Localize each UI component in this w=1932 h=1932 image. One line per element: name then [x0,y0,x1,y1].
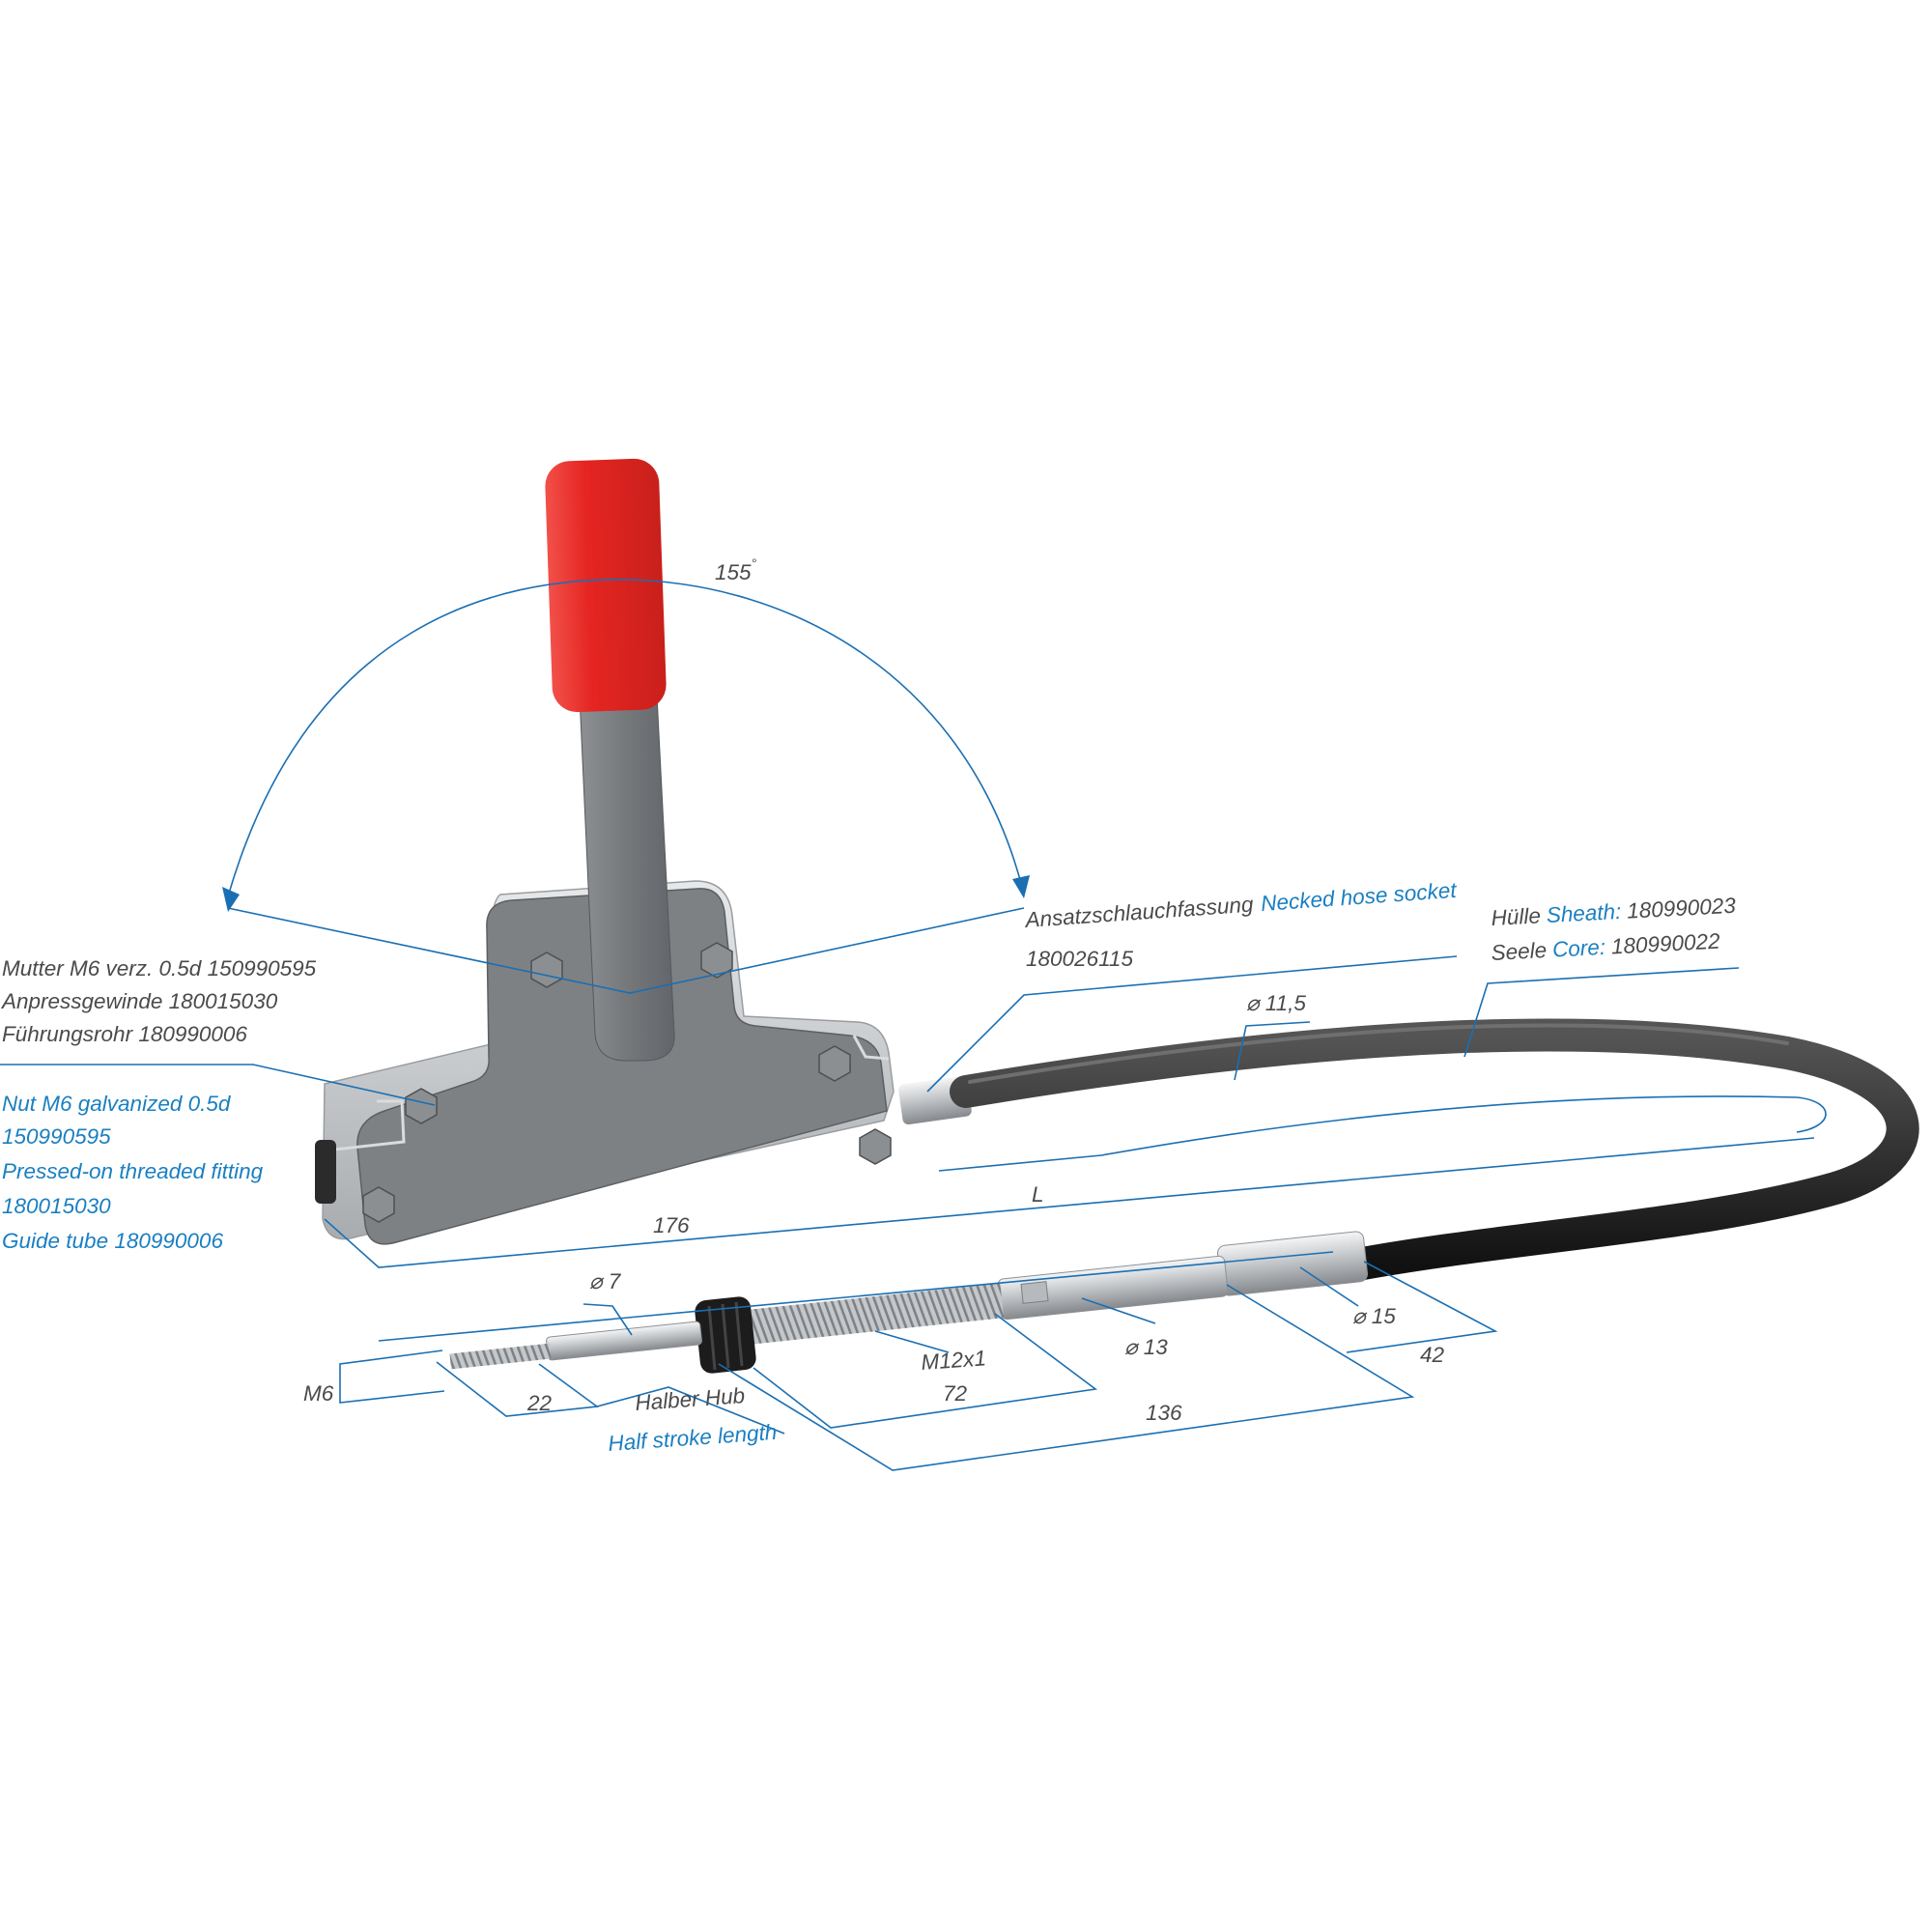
end-sleeve [1216,1231,1369,1296]
dimension-lines [0,579,1827,1471]
dim-M6 [339,1350,445,1404]
label-dia-cable: ⌀ 11,5 [1246,991,1306,1015]
lever-assembly [315,458,895,1245]
dim-length-L [938,1095,1827,1172]
leader-nut [0,1064,436,1106]
screw-head [818,1045,851,1082]
dim-72 [753,1313,1098,1429]
label-tube-de: Führungsrohr 180990006 [2,1022,247,1046]
label-length-42: 42 [1420,1343,1445,1367]
label-half-stroke-de: Halber Hub [635,1383,746,1415]
label-nut-en-1: Nut M6 galvanized 0.5d [2,1092,232,1116]
label-thread-M12x1: M12x1 [921,1346,987,1375]
angle-label: 155° [715,555,757,584]
dim-L-left [378,1251,1334,1342]
label-fitting-de: Anpressgewinde 180015030 [0,989,278,1013]
screw-head [700,942,733,979]
label-nut-en-2: 150990595 [2,1124,111,1149]
screw-head [362,1186,395,1223]
label-tube-en: Guide tube 180990006 [2,1229,223,1253]
dim-136 [718,1284,1415,1471]
label-length-72: 72 [943,1381,968,1406]
knurled-nut [695,1296,756,1374]
label-half-stroke-en: Half stroke length [608,1420,778,1456]
housing-face [356,888,888,1245]
housing-notch-right [852,1035,890,1061]
cable-assembly [449,1018,1919,1374]
screw-head [859,1128,892,1165]
label-dia-sleeve: ⌀ 15 [1352,1304,1396,1328]
leader-socket [926,955,1458,1093]
thread-tip [449,1343,552,1370]
label-dia-rod: ⌀ 7 [589,1269,622,1293]
lever-handle-grip [545,458,667,713]
label-nut-de: Mutter M6 verz. 0.5d 150990595 [2,956,317,980]
dim-dia-rod [582,1303,633,1336]
leader-dia-body [1081,1297,1156,1324]
cable-highlight [968,1023,1789,1084]
label-length-22: 22 [526,1391,553,1415]
lever-shaft [579,695,675,1062]
label-length-L: L [1032,1182,1044,1207]
label-socket-part: 180026115 [1026,947,1133,971]
dim-42 [1346,1261,1498,1353]
cable-sheath [950,1018,1919,1282]
label-length-136: 136 [1146,1401,1182,1425]
label-length-176: 176 [653,1213,690,1237]
leader-dia-cable [1234,1021,1311,1081]
dim-22 [436,1361,600,1417]
label-fitting-en-2: 180015030 [2,1194,111,1218]
leader-dia-sleeve [1299,1266,1359,1307]
dim-half-stroke [596,1386,785,1435]
label-fitting-en-1: Pressed-on threaded fitting [2,1159,264,1183]
leader-sheath [1463,967,1740,1058]
leader-M12x1 [874,1330,950,1353]
threaded-section [748,1283,1005,1345]
angle-arrow-right [1012,875,1030,898]
dim-176 [324,1137,1815,1268]
core-rod [546,1321,702,1361]
angle-arrow-left [222,887,240,912]
angle-legs [227,907,1025,994]
screw-head [405,1088,438,1124]
angle-arc [227,579,1023,897]
housing-notch-left [333,1099,406,1151]
labels: 155° Mutter M6 verz. 0.5d 150990595 Anpr… [0,555,1737,1456]
wrench-flat [1020,1281,1049,1304]
housing-boss [315,1140,336,1204]
label-dia-body: ⌀ 13 [1124,1335,1168,1359]
label-thread-M6: M6 [303,1381,334,1406]
